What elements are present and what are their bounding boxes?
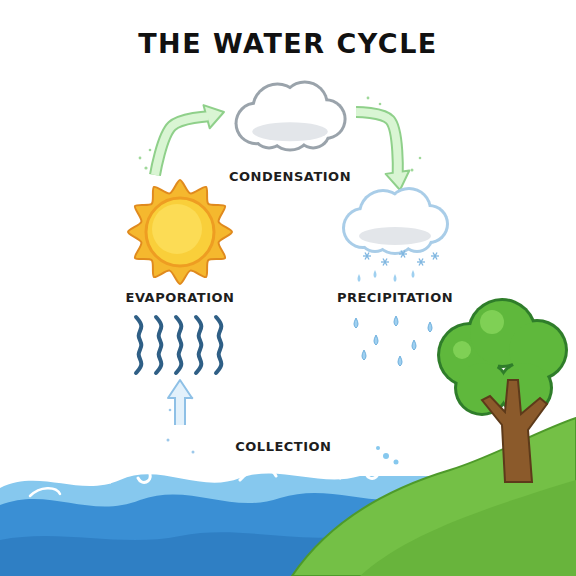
tree	[480, 310, 504, 334]
stage-label: CONDENSATION	[229, 169, 351, 185]
precipitation-stage: PRECIPITATION	[325, 190, 465, 308]
arrow-trail-dots	[379, 103, 382, 106]
cycle-arrow	[356, 112, 409, 190]
sea	[383, 453, 389, 459]
rain-drops	[398, 356, 402, 366]
vapour-wave	[216, 317, 221, 373]
collection-stage: COLLECTION	[151, 425, 346, 462]
stage-icon	[128, 180, 232, 373]
arrow-body	[176, 396, 184, 425]
stage-label: EVAPORATION	[126, 290, 235, 306]
cloud-body	[237, 83, 343, 148]
arrow-body	[155, 116, 209, 175]
cloud-outline	[234, 80, 346, 151]
sun-highlight	[152, 204, 202, 254]
vapour-wave	[196, 317, 201, 373]
sea	[376, 446, 399, 465]
collection-arrow-dots	[192, 451, 195, 454]
arrow-trail-dots	[144, 166, 147, 169]
snowflake	[401, 251, 405, 258]
tree	[437, 298, 568, 482]
snowflake	[419, 259, 423, 266]
stage-label: PRECIPITATION	[337, 290, 453, 306]
sun-rays	[128, 180, 232, 284]
arrow-head	[168, 380, 192, 398]
rain-drops	[412, 340, 416, 350]
cloud-shade	[359, 227, 431, 245]
arrow-trail-dots	[367, 97, 370, 100]
rain-drops	[374, 335, 378, 345]
rain-drop	[412, 270, 415, 278]
snowflake	[365, 253, 369, 260]
arrow-trail-dots	[419, 157, 422, 160]
stage-label: COLLECTION	[235, 439, 331, 455]
arrow-body	[356, 112, 398, 174]
vapour-wave	[156, 317, 161, 373]
tree	[482, 380, 547, 482]
snowflake	[401, 251, 405, 258]
cloud-shade	[252, 122, 328, 141]
cloud-outline	[342, 187, 449, 255]
arrow-outline	[174, 396, 186, 425]
snowflake	[419, 259, 423, 266]
tree	[440, 301, 565, 413]
sea	[340, 461, 378, 478]
arrow-trail-dots	[411, 169, 414, 172]
sea	[110, 465, 150, 482]
rain-drops	[428, 322, 432, 332]
hill	[360, 480, 576, 576]
tree	[453, 341, 471, 359]
collection-arrow-dots	[167, 439, 170, 442]
collection-arrow-dots	[169, 409, 172, 412]
snowflake	[433, 253, 437, 260]
rain-drop	[394, 274, 397, 282]
stage-icon	[342, 187, 449, 282]
rain-drops	[354, 316, 432, 366]
tree	[453, 310, 504, 359]
vapour-wave	[136, 317, 141, 373]
arrow-outline	[356, 112, 398, 174]
sea	[394, 460, 399, 465]
hill	[292, 418, 576, 576]
rain-drops	[394, 316, 398, 326]
arrow-outline	[155, 116, 209, 175]
snowflake	[433, 253, 437, 260]
sea	[376, 446, 380, 450]
diagram-title: THE WATER CYCLE	[0, 28, 576, 59]
cloud-body	[345, 190, 446, 252]
sea	[240, 469, 276, 480]
vapour-wave	[176, 317, 181, 373]
cycle-arrow	[155, 105, 224, 175]
snowflake	[365, 253, 369, 260]
sea	[30, 488, 60, 496]
rain-drop	[358, 274, 361, 282]
stage-icon	[234, 80, 346, 151]
condensation-stage: CONDENSATION	[224, 85, 356, 187]
stage-icon	[110, 175, 250, 380]
tree	[437, 298, 568, 416]
evaporation-stage: EVAPORATION	[110, 175, 250, 380]
rain-drops	[354, 318, 358, 328]
arrow-trail-dots	[149, 149, 152, 152]
rain-drops	[362, 350, 366, 360]
arrow-trail-dots	[139, 157, 142, 160]
cycle-arrow	[168, 380, 192, 425]
collection-arrow-dots	[167, 397, 195, 454]
hill	[292, 418, 576, 576]
sun-disc	[146, 198, 214, 266]
rain-drop	[374, 270, 377, 278]
snowflake	[383, 259, 387, 266]
snowflake	[383, 259, 387, 266]
